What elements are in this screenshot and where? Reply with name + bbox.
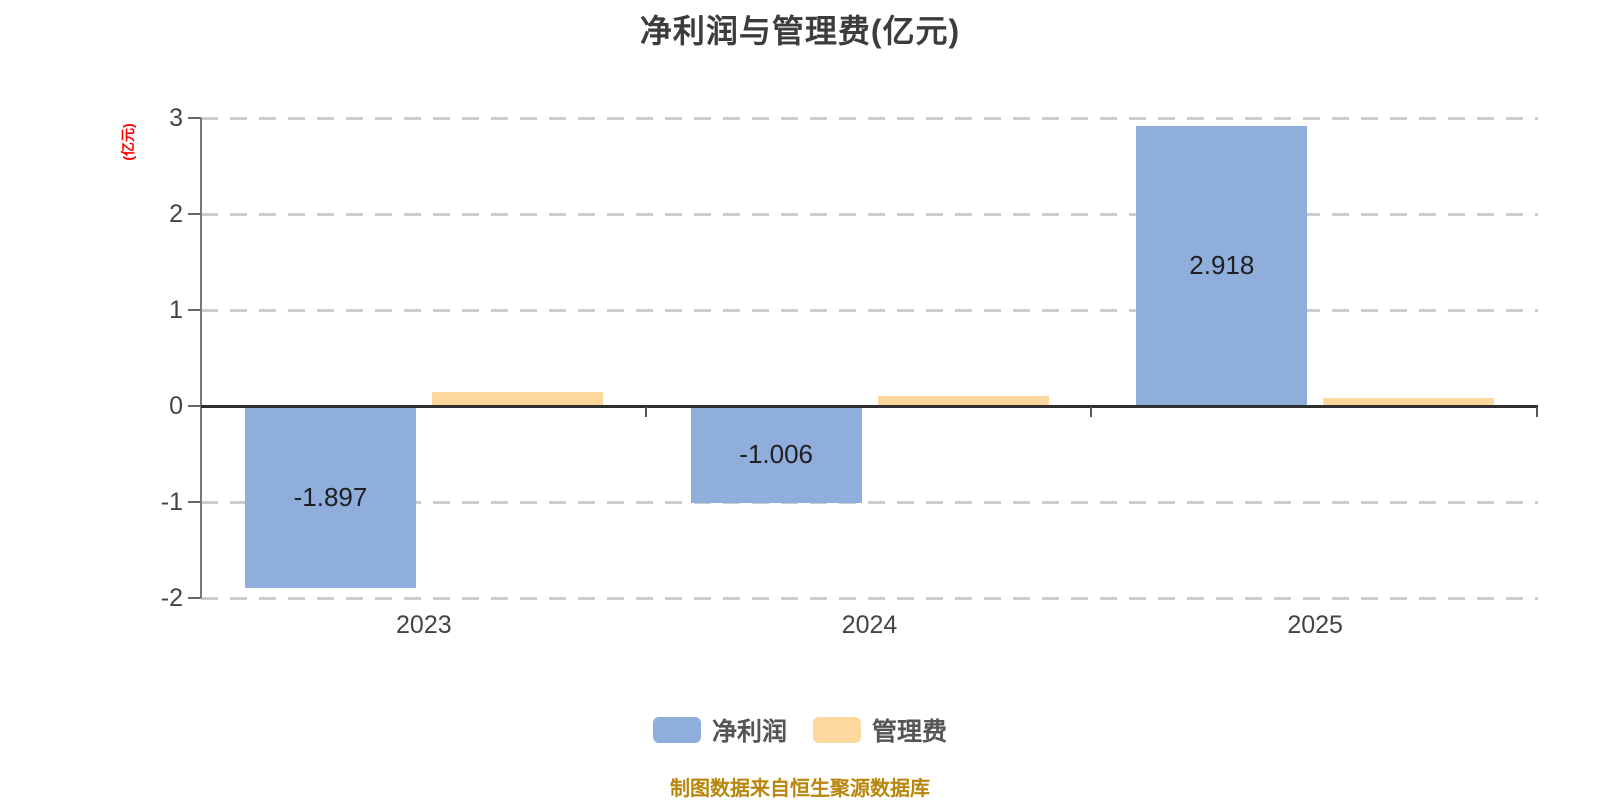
x-axis-tick bbox=[1536, 407, 1538, 417]
legend-item-管理费[interactable]: 管理费 bbox=[813, 712, 947, 748]
y-tick-label: 0 bbox=[169, 392, 183, 420]
legend-label: 净利润 bbox=[711, 718, 787, 746]
bar-value-label: -1.897 bbox=[293, 481, 368, 512]
bar-管理费-2024 bbox=[877, 396, 1049, 406]
legend-label: 管理费 bbox=[872, 718, 948, 746]
legend-swatch bbox=[652, 717, 701, 743]
bar-value-label: -1.006 bbox=[739, 438, 814, 469]
y-tick-label: 3 bbox=[169, 104, 183, 132]
gridline-y-2 bbox=[201, 213, 1538, 216]
bar-净利润-2024: -1.006 bbox=[690, 406, 862, 503]
data-source-note: 制图数据来自恒生聚源数据库 bbox=[670, 778, 930, 800]
x-axis-tick bbox=[644, 407, 647, 417]
gridline-y--1 bbox=[201, 501, 1538, 504]
x-axis-tick bbox=[1090, 407, 1093, 417]
y-axis-line bbox=[200, 118, 202, 598]
y-axis-tick bbox=[188, 597, 201, 599]
legend-item-净利润[interactable]: 净利润 bbox=[652, 712, 787, 748]
legend: 净利润 管理费 bbox=[0, 714, 1600, 746]
gridline-y--2 bbox=[201, 597, 1538, 600]
x-category-label-2025: 2025 bbox=[1287, 611, 1343, 639]
x-category-label-2024: 2024 bbox=[841, 611, 898, 639]
y-axis-tick bbox=[188, 309, 201, 311]
x-category-label-2023: 2023 bbox=[396, 611, 452, 639]
gridline-y-3 bbox=[201, 117, 1538, 120]
chart-title: 净利润与管理费(亿元) bbox=[639, 13, 961, 49]
bar-管理费-2025 bbox=[1323, 398, 1495, 406]
gridline-y-1 bbox=[201, 309, 1538, 312]
y-axis-tick bbox=[188, 213, 201, 215]
y-axis-tick bbox=[188, 405, 201, 407]
bar-净利润-2023: -1.897 bbox=[245, 406, 416, 589]
x-axis-zero-line bbox=[201, 405, 1538, 408]
y-tick-label: -1 bbox=[160, 488, 183, 516]
bar-value-label: 2.918 bbox=[1189, 250, 1255, 281]
y-axis-tick bbox=[188, 501, 201, 503]
legend-swatch bbox=[813, 717, 861, 743]
bar-管理费-2023 bbox=[432, 391, 603, 406]
y-tick-label: 1 bbox=[169, 296, 183, 324]
bar-净利润-2025: 2.918 bbox=[1136, 125, 1308, 406]
y-tick-label: -2 bbox=[160, 584, 183, 612]
y-axis-tick bbox=[188, 117, 201, 119]
y-tick-label: 2 bbox=[169, 200, 183, 228]
